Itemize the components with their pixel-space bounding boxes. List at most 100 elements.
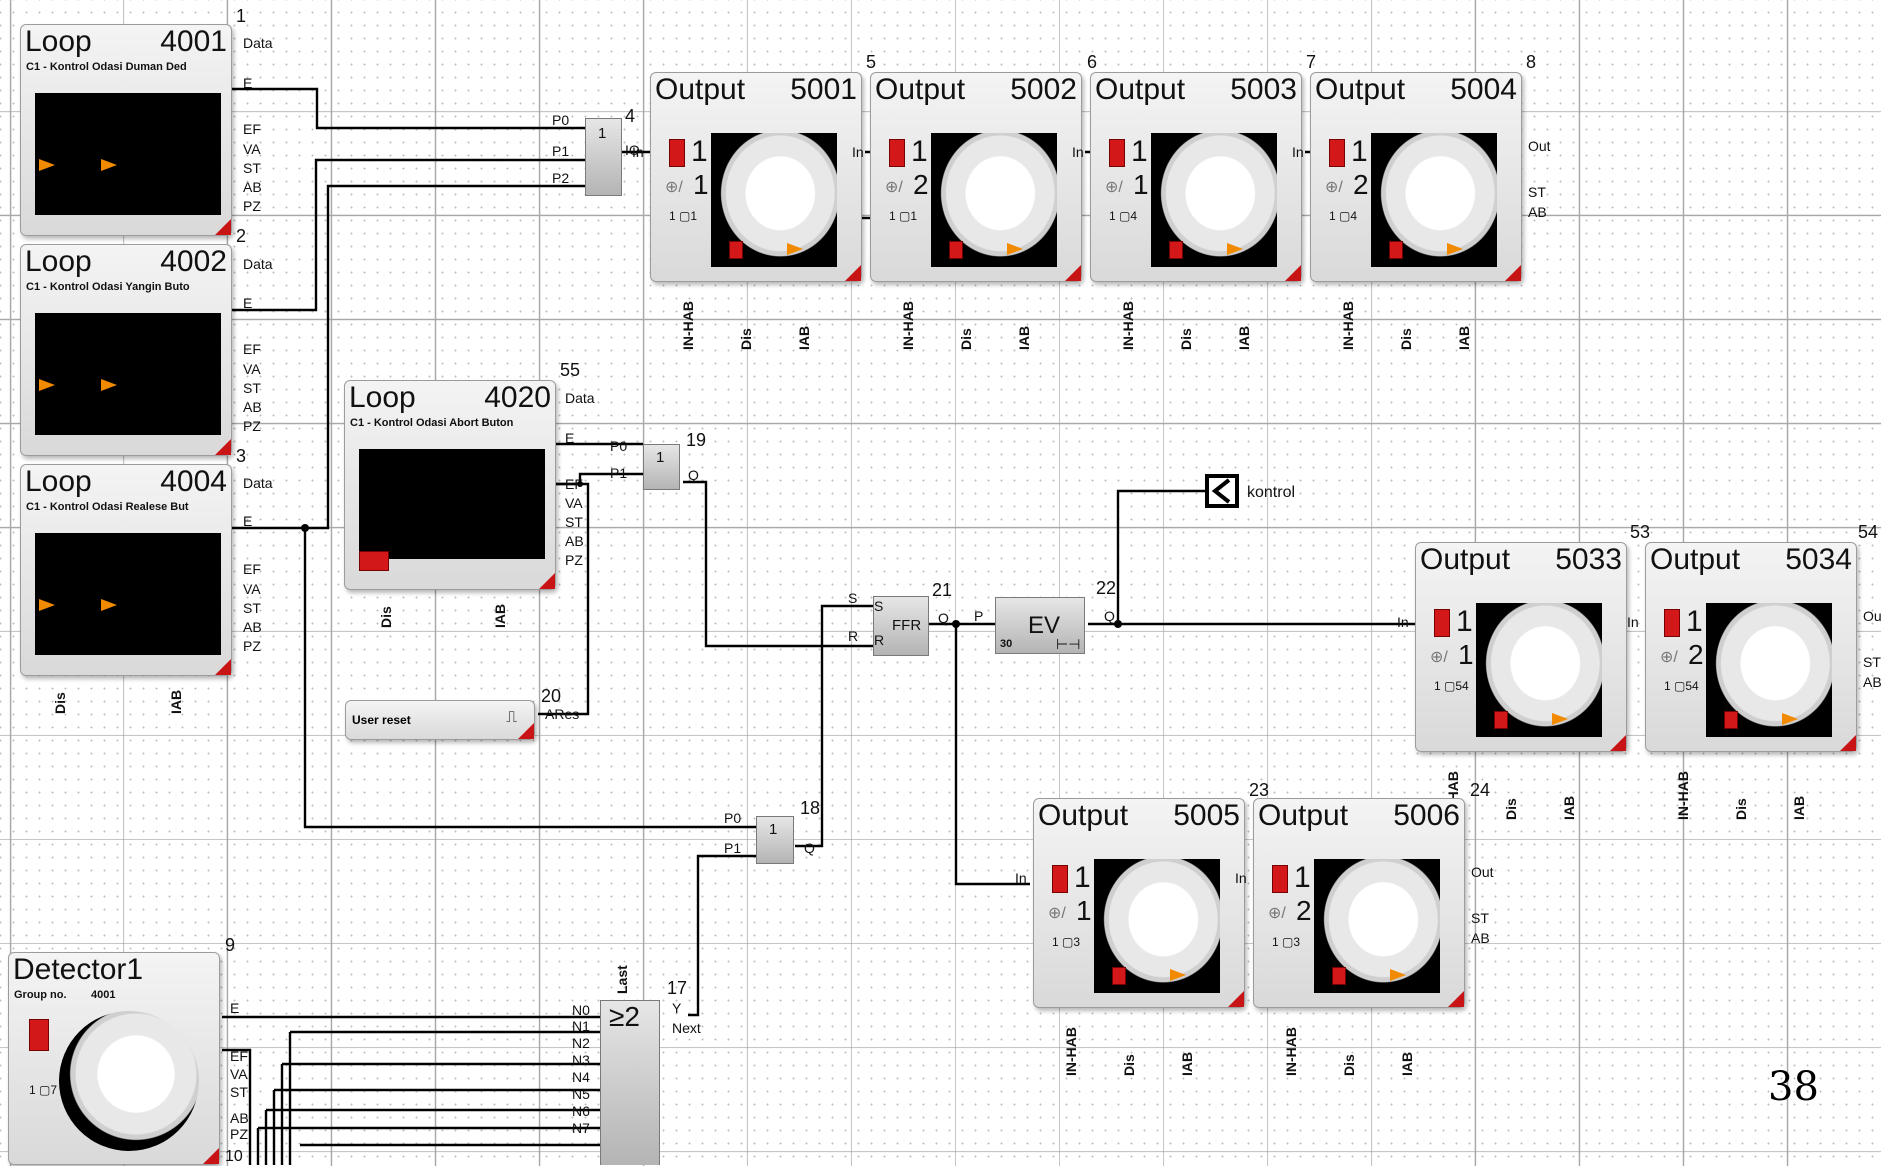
port-label: Dis (1733, 798, 1749, 820)
horn-icon (1169, 241, 1183, 259)
port-label: P (974, 608, 984, 624)
row-value: 1 (669, 209, 676, 223)
or-gate-4[interactable]: 1 (585, 118, 622, 196)
event-timer-22[interactable]: EV 30 ⊢⊣ (995, 597, 1085, 654)
port-label: EF (243, 341, 261, 357)
output-alarm-icon (1434, 609, 1450, 637)
port-label: ST (1528, 184, 1546, 200)
port-label: In (1235, 870, 1247, 886)
loop-panel (35, 313, 221, 435)
block-id: 21 (932, 580, 953, 600)
block-title: Output (655, 73, 746, 106)
output-alarm-icon (1052, 865, 1068, 893)
output-alarm-icon (1109, 139, 1125, 167)
port-label: AB (565, 533, 584, 549)
user-reset-label: User reset (352, 713, 411, 727)
port-label: In (1292, 144, 1304, 160)
flag-icon (787, 243, 803, 255)
gate-symbol: ≥2 (609, 1001, 640, 1032)
port-label: AB (243, 179, 262, 195)
block-number: 5004 (1450, 73, 1517, 106)
gate-symbol: EV (1028, 612, 1061, 639)
port-label: S (848, 590, 858, 606)
gate-symbol: 1 (598, 125, 607, 142)
flip-flop-21[interactable]: FFR (873, 596, 929, 656)
port-label: AB (1528, 204, 1547, 220)
output-line1: 1 (1131, 135, 1148, 168)
port-label: ST (565, 514, 583, 530)
port-label: Data (243, 256, 273, 272)
port-label: AB (243, 619, 262, 635)
port-label: EF (565, 476, 583, 492)
block-id: 5 (866, 52, 877, 72)
row-value: 1 (1052, 935, 1059, 949)
row-count: 1 (690, 209, 698, 223)
port-label: E (243, 75, 253, 91)
port-label: In (1015, 870, 1027, 886)
wire (232, 184, 585, 530)
port-label: N2 (572, 1035, 590, 1051)
detector-alarm-icon (29, 1019, 49, 1051)
port-label: Dis (1121, 1054, 1137, 1076)
block-id: 1 (236, 6, 247, 26)
flag-icon (1170, 969, 1186, 981)
port-label: IN-HAB (1675, 771, 1691, 820)
row-value: 1 (1109, 209, 1116, 223)
row-count: 1 (910, 209, 918, 223)
loop-panel (35, 533, 221, 655)
port-label: Dis (1398, 328, 1414, 350)
block-number: 4020 (484, 381, 551, 414)
kontrol-label: kontrol (1247, 484, 1296, 501)
port-label: IAB (1399, 1051, 1415, 1076)
counter-17[interactable]: ≥2 (600, 1000, 660, 1165)
flag-icon (1390, 969, 1406, 981)
switch-icon: ⊕/ (1430, 649, 1448, 666)
block-number: 5003 (1230, 73, 1297, 106)
port-label: Out (1528, 138, 1551, 154)
port-label: Dis (378, 606, 394, 628)
port-label: EF (243, 121, 261, 137)
pulse-icon: ⎍ (506, 709, 518, 726)
port-label: IN-HAB (680, 301, 696, 350)
output-line1: 1 (1351, 135, 1368, 168)
kontrol-marker-icon[interactable] (1205, 474, 1239, 508)
horn-icon (949, 241, 963, 259)
port-label: AB (1471, 930, 1490, 946)
or-gate-18[interactable]: 1 (756, 816, 794, 864)
port-label: IN-HAB (1120, 301, 1136, 350)
switch-icon: ⊕/ (1105, 179, 1123, 196)
block-subtitle: C1 - Kontrol Odasi Duman Ded (26, 61, 187, 73)
port-label: Out (1863, 608, 1881, 624)
port-label: E (243, 295, 253, 311)
port-label: Q (938, 610, 949, 626)
or-gate-19[interactable]: 1 (643, 444, 680, 490)
port-label: ST (1863, 654, 1881, 670)
block-title: Output (875, 73, 966, 106)
user-reset-block[interactable]: User reset ⎍ (345, 700, 535, 740)
port-label: R (874, 632, 885, 648)
output-alarm-icon (1329, 139, 1345, 167)
block-id: 2 (236, 226, 247, 246)
output-line2: 1 (1076, 895, 1092, 926)
block-number: 4002 (160, 245, 227, 278)
horn-icon (1332, 967, 1346, 985)
port-label: ST (243, 600, 261, 616)
detector-block[interactable]: Detector1 Group no. 4001 1 ▢7 (8, 952, 220, 1165)
row-value: 1 (1329, 209, 1336, 223)
port-label: In (852, 144, 864, 160)
port-label: Q (688, 467, 699, 483)
block-title: Output (1095, 73, 1186, 106)
block-title: Output (1315, 73, 1406, 106)
